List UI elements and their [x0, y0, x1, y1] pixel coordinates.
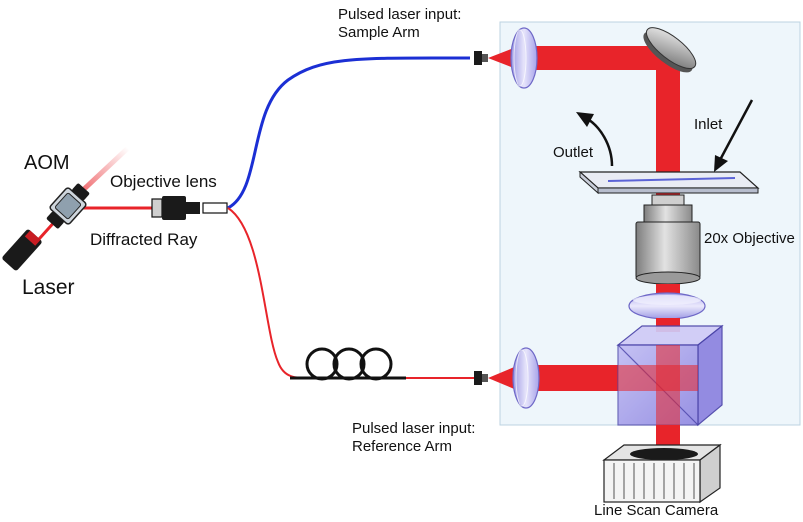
inlet-label: Inlet: [694, 116, 723, 133]
sample-collimating-lens: [510, 27, 538, 89]
reference-beam-horizontal: [530, 365, 618, 391]
fiber-delay-loops: [290, 347, 406, 381]
sample-arm-input-label-line1: Pulsed laser input:: [338, 6, 462, 23]
reference-arm-fiber: [227, 207, 311, 379]
aom-label: AOM: [24, 152, 70, 174]
aom-crystal: [46, 183, 90, 229]
laser-body: [2, 229, 42, 271]
diffracted-ray-label: Diffracted Ray: [90, 230, 198, 249]
reference-arm-input-label-line2: Reference Arm: [352, 438, 453, 455]
reference-collimating-lens: [512, 347, 540, 409]
objective-lens-coupler: [151, 196, 228, 220]
tube-lens: [628, 292, 706, 320]
sample-arm-input-label-line2: Sample Arm: [338, 24, 420, 41]
inlet-arrow: [714, 99, 754, 172]
beam-splitter-cube: [616, 324, 724, 427]
sample-beam-horizontal: [530, 46, 672, 70]
sample-fiber-connector: [474, 51, 488, 65]
laser-label: Laser: [22, 276, 75, 299]
reference-fiber-connector: [474, 371, 488, 385]
line-scan-camera-label: Line Scan Camera: [594, 502, 719, 519]
reference-arm-input-label-line1: Pulsed laser input:: [352, 420, 476, 437]
objective-20x-label: 20x Objective: [704, 230, 795, 247]
line-scan-camera: [602, 443, 722, 504]
sample-arm-fiber: [227, 56, 471, 210]
outlet-label: Outlet: [553, 144, 594, 161]
outlet-arrow: [576, 112, 614, 167]
objective-20x: [635, 194, 701, 285]
reference-beam-diverging: [488, 365, 519, 391]
fold-mirror: [643, 27, 697, 73]
objective-lens-label: Objective lens: [110, 172, 217, 191]
microfluidic-chip: [578, 170, 760, 195]
laser-aperture: [24, 230, 41, 246]
